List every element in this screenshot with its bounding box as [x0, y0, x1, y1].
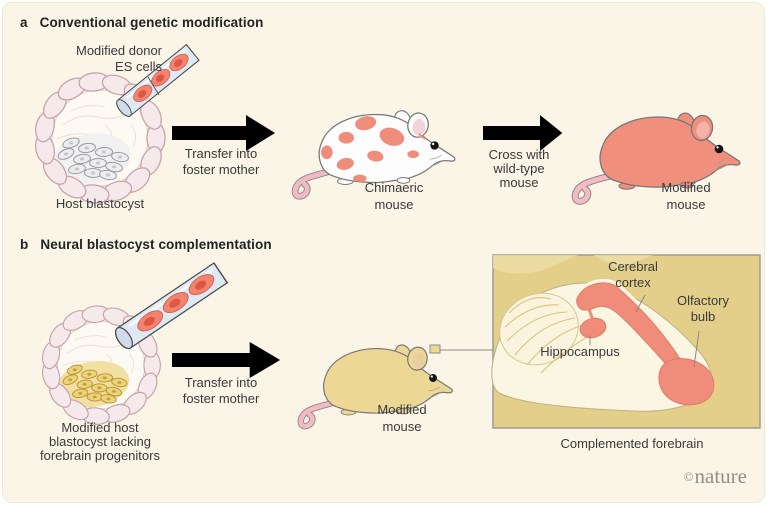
micropipette-b-icon	[110, 261, 229, 353]
modified-blastocyst-label: Modified host blastocyst lacking forebra…	[40, 420, 160, 463]
panel-a-title: Conventional genetic modification	[39, 15, 264, 30]
inset-caption: Complemented forebrain	[560, 436, 704, 451]
modified-mouse-label-b: Modified mouse	[377, 402, 427, 434]
olfactory-leader-line	[693, 330, 700, 368]
panel-b-index: b	[20, 237, 29, 252]
es-cells-label: Modified donor ES cells	[76, 43, 162, 74]
copyright-icon: ©	[683, 469, 694, 484]
transfer-arrow-label-b: Transfer into foster mother	[182, 375, 260, 406]
modified-mouse-label-a: Modified mouse	[661, 180, 711, 212]
cortex-leader-line	[635, 294, 646, 313]
transfer-arrow-label-a: Transfer into foster mother	[182, 146, 260, 177]
nature-watermark: ©nature	[650, 464, 747, 489]
hippocampus-label: Hippocampus	[540, 344, 620, 359]
nature-watermark-text: nature	[694, 464, 747, 488]
panel-b-title: Neural blastocyst complementation	[40, 237, 272, 252]
chimaeric-mouse-illustration	[295, 109, 455, 196]
panel-a-index: a	[20, 15, 28, 30]
chimaeric-mouse-label: Chimaeric mouse	[364, 180, 424, 212]
transfer-arrow-b	[172, 342, 281, 378]
panel-a-heading: a Conventional genetic modification	[20, 15, 263, 30]
cross-arrow-label: Cross with wild-type mouse	[488, 147, 550, 190]
es-cells-leader-line	[147, 76, 160, 96]
cerebral-cortex-label: Cerebral cortex	[608, 259, 658, 290]
host-blastocyst-label: Host blastocyst	[55, 196, 145, 211]
brain-inset-illustration	[491, 254, 761, 429]
olfactory-bulb-label: Olfactory bulb	[676, 293, 729, 324]
cross-arrow	[483, 115, 563, 151]
panel-b-heading: b Neural blastocyst complementation	[20, 237, 272, 252]
head-callout-marker	[429, 344, 441, 354]
